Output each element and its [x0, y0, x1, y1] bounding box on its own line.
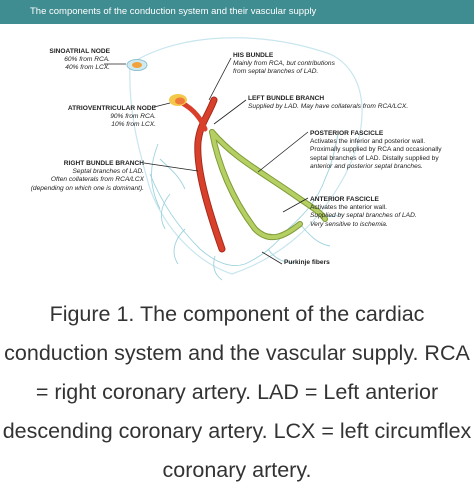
rbb-leader	[143, 162, 199, 172]
posterior-fascicle-label: POSTERIOR FASCICLE Activates the inferio…	[310, 130, 442, 170]
purkinje-network	[149, 133, 343, 281]
atrioventricular-node	[169, 94, 187, 106]
his-leader	[208, 57, 232, 101]
posterior-leader	[257, 131, 309, 173]
purkinje-label: Purkinje fibers	[284, 259, 330, 266]
heart-outline	[129, 37, 363, 275]
lbb-leader	[213, 99, 247, 125]
av-node-label: ATRIOVENTRICULAR NODE 90% from RCA. 10% …	[67, 105, 156, 129]
lbb-label: LEFT BUNDLE BRANCH Supplied by LAD. May …	[248, 95, 409, 111]
sinoatrial-node	[126, 59, 148, 71]
figure-caption: Figure 1. The component of the cardiac c…	[2, 302, 472, 482]
conduction-diagram: SINOATRIAL NODE 60% from RCA. 40% from L…	[0, 24, 474, 290]
anterior-fascicle-label: ANTERIOR FASCICLE Activates the anterior…	[310, 196, 417, 228]
heart-illustration	[104, 37, 363, 281]
purkinje-leader	[261, 251, 283, 265]
anterior-leader	[282, 197, 309, 213]
rbb-label: RIGHT BUNDLE BRANCH Septal branches of L…	[30, 160, 144, 192]
av-node-leader	[153, 102, 171, 108]
sa-node-label: SINOATRIAL NODE 60% from RCA. 40% from L…	[49, 48, 110, 72]
figure-title-banner: The components of the conduction system …	[0, 0, 474, 24]
his-bundle-label: HIS BUNDLE Mainly from RCA, but contribu…	[233, 52, 335, 76]
